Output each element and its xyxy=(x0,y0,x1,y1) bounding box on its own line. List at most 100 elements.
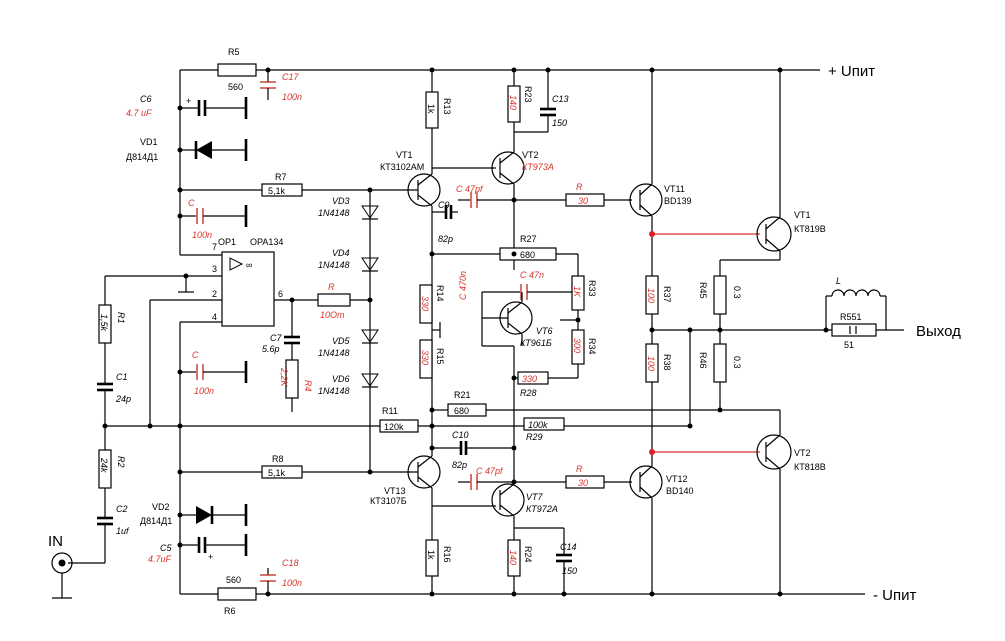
svg-text:Д814Д1: Д814Д1 xyxy=(126,152,158,162)
svg-text:R: R xyxy=(576,464,583,474)
svg-text:24p: 24p xyxy=(115,394,131,404)
svg-text:КТ972А: КТ972А xyxy=(526,504,558,514)
svg-text:C 47pf: C 47pf xyxy=(476,466,504,476)
svg-text:R: R xyxy=(576,182,583,192)
r551-network: R551 51 xyxy=(831,312,877,350)
svg-text:КТ961Б: КТ961Б xyxy=(520,338,552,348)
transistor-vt6: VT6 КТ961Б xyxy=(499,301,553,348)
svg-text:680: 680 xyxy=(454,406,469,416)
svg-text:30: 30 xyxy=(578,478,588,488)
svg-text:КТ3102АМ: КТ3102АМ xyxy=(380,162,424,172)
svg-text:1N4148: 1N4148 xyxy=(318,208,350,218)
svg-text:R46: R46 xyxy=(698,352,708,369)
capacitor-c17: C17 100n xyxy=(260,70,302,102)
svg-text:R4: R4 xyxy=(303,380,313,392)
svg-text:4.7uF: 4.7uF xyxy=(148,554,172,564)
zener-vd2: VD2 Д814Д1 xyxy=(140,502,248,526)
resistor-r6: 560 R6 xyxy=(217,575,257,616)
positive-rail-label: + Uпит xyxy=(828,63,875,80)
svg-text:C9: C9 xyxy=(438,200,450,210)
resistor-r-opout: R 10Om xyxy=(317,282,370,320)
svg-text:560: 560 xyxy=(228,82,243,92)
svg-text:∞: ∞ xyxy=(246,260,252,270)
transistor-vt1-output: VT1 КТ819В xyxy=(756,210,826,252)
svg-text:1N4148: 1N4148 xyxy=(318,348,350,358)
svg-text:R15: R15 xyxy=(435,348,445,365)
svg-text:6: 6 xyxy=(278,289,283,299)
svg-text:100: 100 xyxy=(646,288,656,303)
svg-text:VT7: VT7 xyxy=(526,492,544,502)
svg-text:R23: R23 xyxy=(523,86,533,103)
svg-text:C 470n: C 470n xyxy=(458,271,468,300)
diode-vd5: VD5 1N4148 xyxy=(318,329,379,358)
capacitor-c47n: C 47n xyxy=(520,270,578,300)
svg-text:5,1k: 5,1k xyxy=(268,186,286,196)
capacitor-c2: C2 1uf xyxy=(97,504,130,536)
resistor-r-vt11: R 30 xyxy=(565,182,632,207)
capacitor-c470n: C 470n xyxy=(458,271,514,347)
svg-text:R: R xyxy=(328,282,335,292)
svg-text:R34: R34 xyxy=(587,338,597,355)
resistor-r33: 1K R33 xyxy=(571,275,597,311)
svg-text:КТ818В: КТ818В xyxy=(794,462,826,472)
svg-text:C6: C6 xyxy=(140,94,152,104)
svg-text:OP1: OP1 xyxy=(218,237,236,247)
resistor-r27: R27 680 xyxy=(499,234,557,261)
svg-text:VD2: VD2 xyxy=(152,502,170,512)
svg-text:R5: R5 xyxy=(228,47,240,57)
svg-text:Д814Д1: Д814Д1 xyxy=(140,516,172,526)
svg-text:R38: R38 xyxy=(662,354,672,371)
resistor-r23: 140 R23 xyxy=(507,85,533,123)
capacitor-c5: + C5 4.7uF xyxy=(148,534,248,564)
svg-text:1N4148: 1N4148 xyxy=(318,386,350,396)
svg-text:C13: C13 xyxy=(552,94,569,104)
svg-text:0.3: 0.3 xyxy=(732,286,742,299)
svg-text:C 47n: C 47n xyxy=(520,270,544,280)
capacitor-c14: C14 150 xyxy=(556,528,577,594)
svg-text:1k: 1k xyxy=(426,104,436,114)
svg-text:IN: IN xyxy=(48,533,63,550)
svg-text:R11: R11 xyxy=(382,406,398,416)
resistor-r38: 100 R38 xyxy=(645,343,672,383)
svg-text:R6: R6 xyxy=(224,606,236,616)
svg-text:100n: 100n xyxy=(282,578,302,588)
resistor-r46: 0.3 R46 xyxy=(698,343,742,383)
svg-text:R27: R27 xyxy=(520,234,537,244)
resistor-r8: R8 5,1k xyxy=(180,454,418,479)
svg-text:3: 3 xyxy=(212,264,217,274)
capacitor-c1: C1 24p xyxy=(97,372,131,404)
svg-text:VT2: VT2 xyxy=(522,150,539,160)
svg-text:R8: R8 xyxy=(272,454,284,464)
resistor-r1: R1 1,5k xyxy=(98,304,126,344)
svg-text:OPA134: OPA134 xyxy=(250,237,283,247)
inductor-l: L xyxy=(825,276,887,330)
resistor-r16: 1k R16 xyxy=(425,539,452,577)
capacitor-c18: C18 100n xyxy=(260,558,302,594)
svg-text:VD3: VD3 xyxy=(332,196,350,206)
output-label: Выход xyxy=(916,323,961,340)
svg-text:R24: R24 xyxy=(523,546,533,563)
svg-text:C7: C7 xyxy=(270,333,282,343)
capacitor-c6: + C6 4.7 uF xyxy=(126,94,248,119)
resistor-r7: R7 5,1k xyxy=(180,172,418,197)
svg-text:C14: C14 xyxy=(560,542,577,552)
svg-text:120k: 120k xyxy=(384,422,404,432)
svg-text:4: 4 xyxy=(212,312,217,322)
resistor-r14: 330 R14 xyxy=(419,284,445,324)
resistor-r24: 140 R24 xyxy=(507,539,533,577)
resistor-r-vt12: R 30 xyxy=(565,464,632,489)
svg-text:100n: 100n xyxy=(282,92,302,102)
capacitor-c7: C7 5.6p xyxy=(262,333,300,360)
resistor-r13: R13 1k xyxy=(425,91,452,129)
opamp-op1: ∞ OP1 OPA134 7 3 2 6 4 xyxy=(212,237,283,327)
svg-text:82p: 82p xyxy=(452,460,467,470)
negative-rail: - Uпит xyxy=(180,587,916,604)
svg-text:R33: R33 xyxy=(587,280,597,297)
svg-text:150: 150 xyxy=(552,118,567,128)
capacitor-c47pf-lower: C 47pf xyxy=(458,466,566,490)
svg-text:BD139: BD139 xyxy=(664,196,692,206)
svg-text:1uf: 1uf xyxy=(116,526,130,536)
capacitor-c-top: C 100n xyxy=(180,198,248,240)
resistor-r37: 100 R37 xyxy=(645,275,672,315)
